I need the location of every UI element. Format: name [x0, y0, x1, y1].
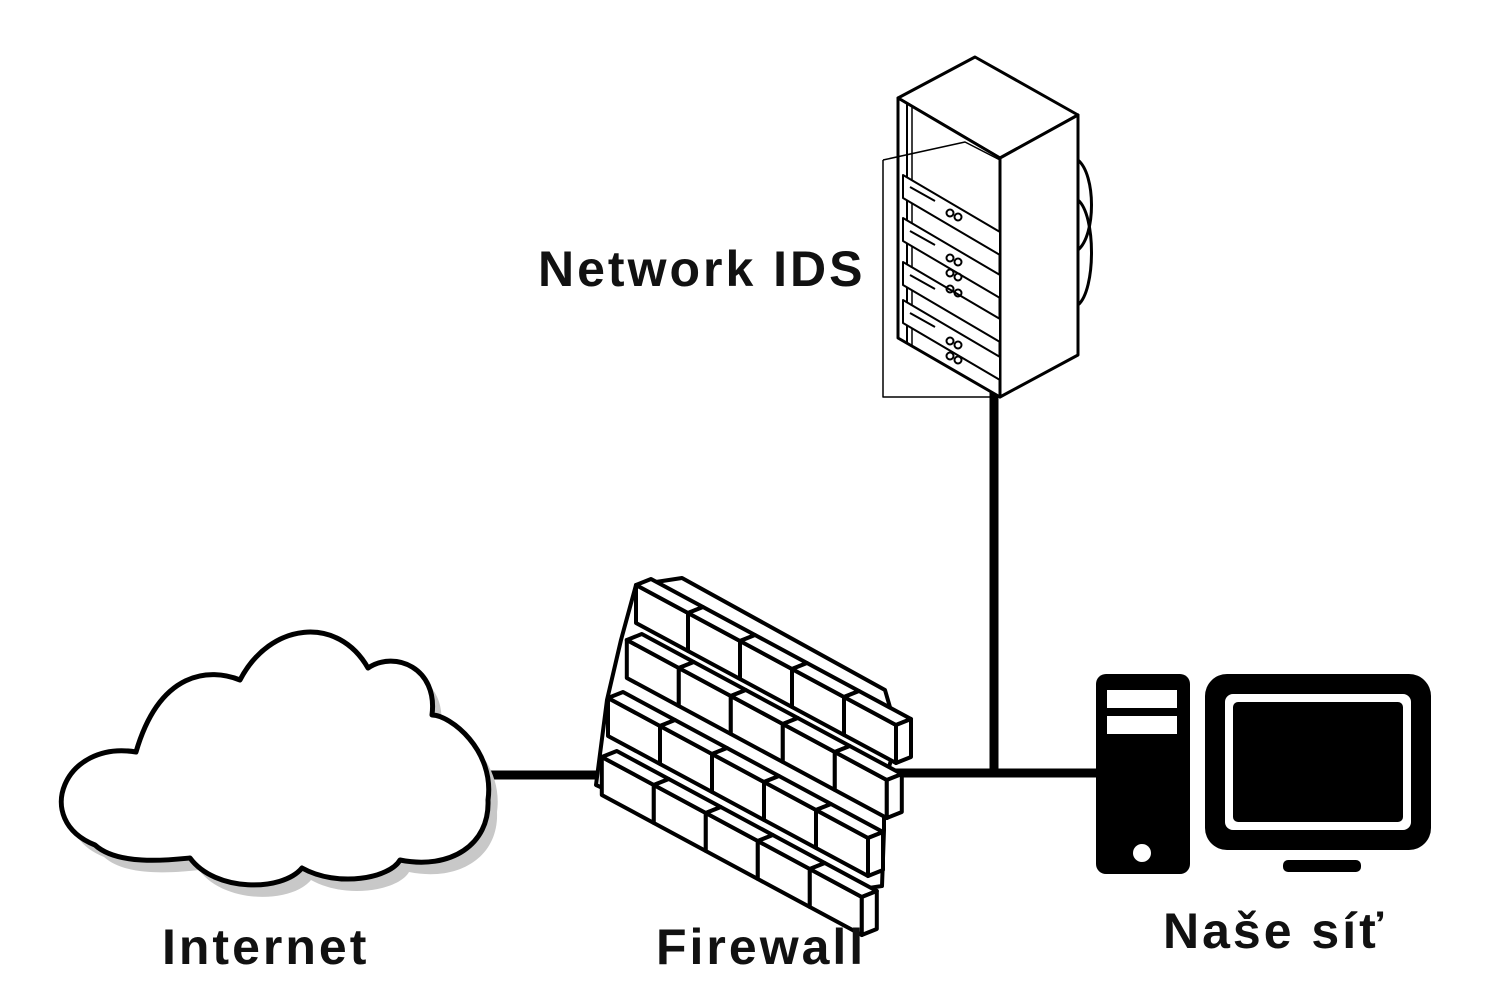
- network-label: Naše síť: [1163, 903, 1387, 959]
- connections: [478, 392, 1102, 780]
- cloud-icon: [58, 629, 498, 897]
- ids-label: Network IDS: [538, 241, 866, 297]
- brick-end: [894, 717, 913, 765]
- server-rack-icon: [882, 55, 1093, 399]
- brick-wall-icon: [594, 576, 913, 937]
- brick-end: [884, 772, 904, 820]
- desktop-computer-icon: [1096, 674, 1431, 874]
- brick-end: [859, 889, 879, 937]
- internet-label: Internet: [162, 919, 370, 975]
- firewall-label: Firewall: [656, 919, 867, 975]
- brick-end: [866, 830, 885, 878]
